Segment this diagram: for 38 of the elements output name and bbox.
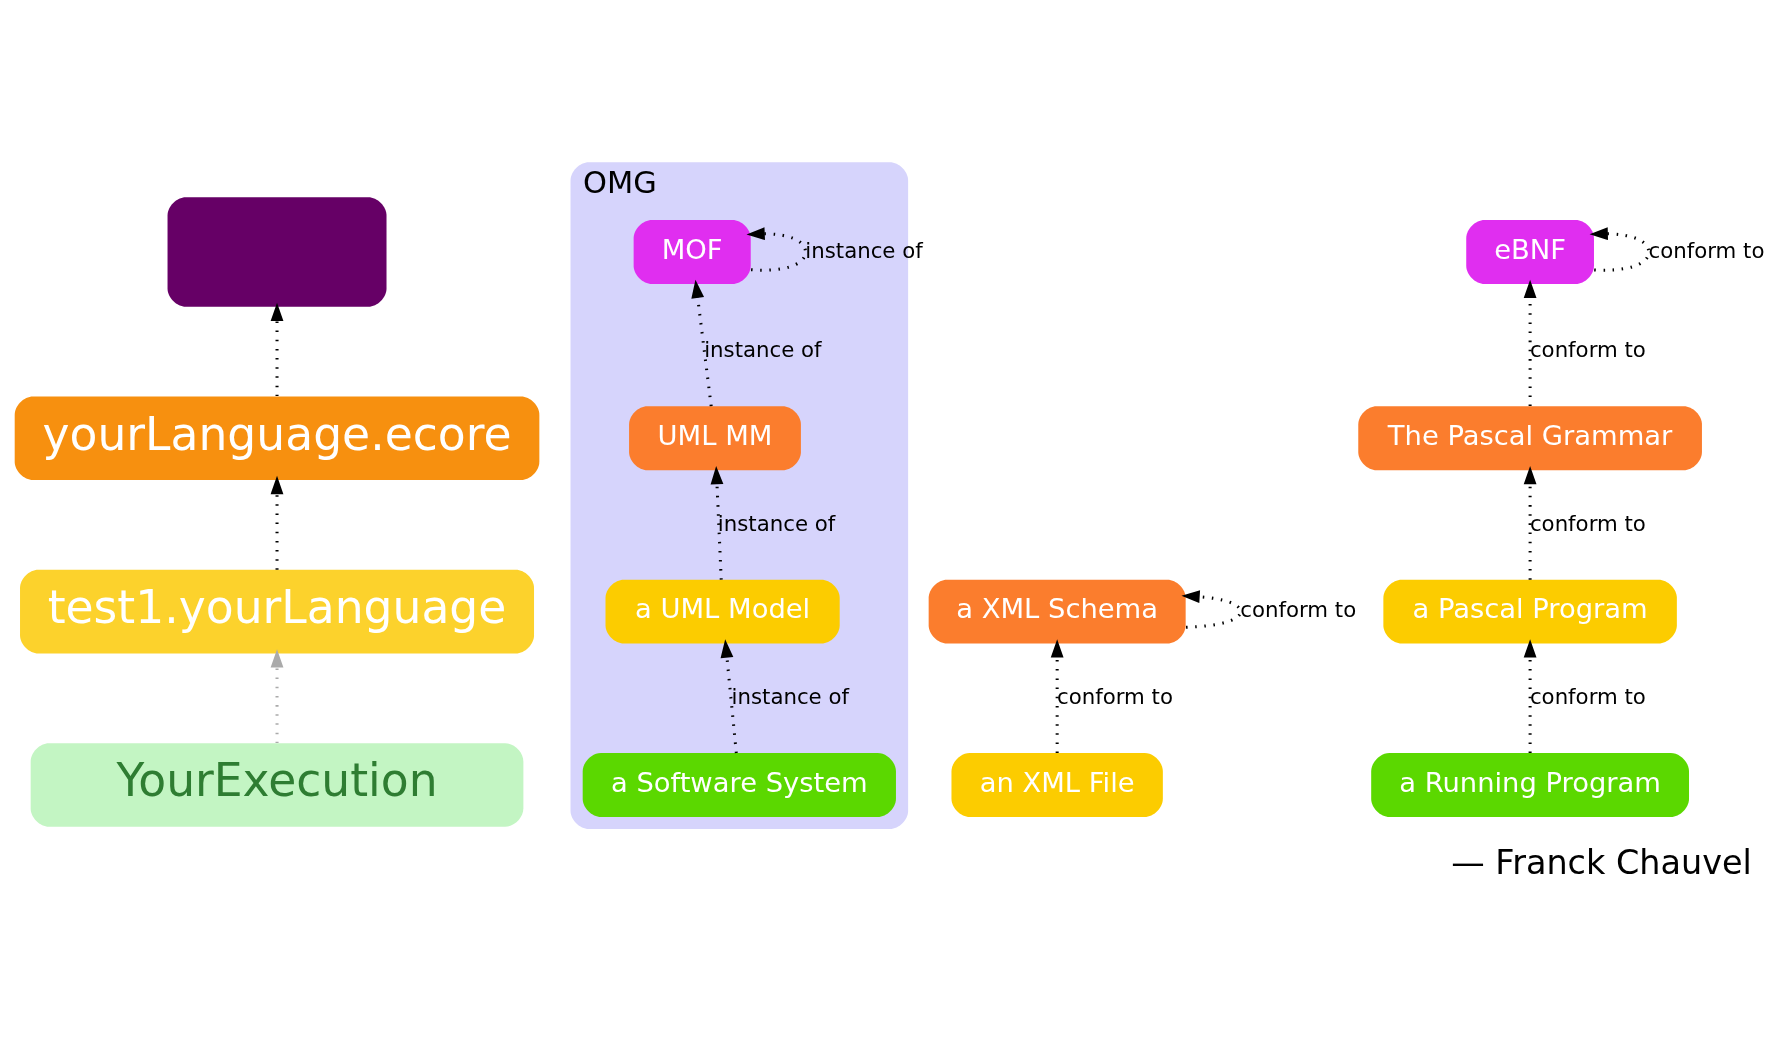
- node-box: [167, 197, 387, 307]
- node-box: YourExecution: [30, 743, 524, 827]
- arrow: [746, 227, 807, 272]
- arrow: [1181, 590, 1242, 629]
- arrow: [691, 279, 713, 407]
- arrow: [1050, 639, 1064, 753]
- caption: — Franck Chauvel: [1451, 843, 1752, 883]
- arrow: [710, 465, 724, 580]
- arrow: [270, 475, 284, 570]
- edge-label: conform to: [1056, 683, 1173, 709]
- arrow: [720, 639, 738, 754]
- node-box: UML MM: [629, 406, 801, 471]
- node-box: a XML Schema: [928, 579, 1186, 644]
- edge-label: conform to: [1529, 337, 1646, 363]
- node-box: MOF: [633, 220, 751, 284]
- edge-label: conform to: [1529, 683, 1646, 709]
- node-box: The Pascal Grammar: [1358, 406, 1702, 471]
- node-box: yourLanguage.ecore: [14, 396, 540, 481]
- edge-label: conform to: [1648, 237, 1765, 263]
- edge-label: conform to: [1529, 510, 1646, 536]
- arrow: [270, 302, 284, 397]
- arrow: [1523, 639, 1537, 753]
- edge-label: instance of: [704, 337, 822, 363]
- node-box: eBNF: [1466, 220, 1594, 284]
- node-box: a UML Model: [605, 579, 840, 644]
- arrow: [270, 649, 284, 744]
- edge-label: instance of: [731, 683, 849, 709]
- node-box: test1.yourLanguage: [20, 569, 535, 654]
- node-box: a Software System: [582, 753, 896, 817]
- edge-label: instance of: [717, 510, 836, 536]
- node-box: a Pascal Program: [1383, 579, 1677, 644]
- node-box: a Running Program: [1371, 753, 1689, 817]
- arrow: [1523, 279, 1537, 407]
- arrow: [1523, 465, 1537, 580]
- arrow: [1589, 227, 1651, 272]
- node-box: an XML File: [951, 753, 1163, 817]
- edge-label: instance of: [805, 237, 923, 263]
- edge-label: conform to: [1240, 597, 1357, 623]
